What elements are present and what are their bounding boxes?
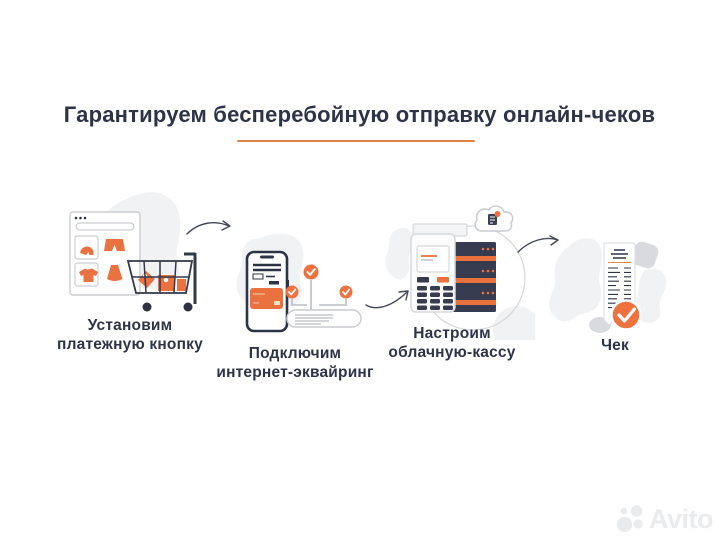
avito-logo-icon [616, 505, 643, 533]
package-box-icon [138, 271, 155, 288]
step-4-label: Чек [601, 337, 629, 354]
page-title: Гарантируем бесперебойную отправку онлай… [63, 102, 656, 127]
credit-card-icon [250, 288, 283, 309]
receipt-check-illustration [549, 238, 667, 333]
decor-square [631, 241, 659, 269]
curved-arrow-icon [186, 220, 231, 235]
tshirt-product-icon [79, 268, 98, 282]
curved-arrow-icon [365, 290, 409, 309]
cloud-icon [474, 205, 514, 232]
shopping-cart-icon [126, 252, 197, 312]
blob-background [634, 268, 667, 323]
blob-background [385, 227, 413, 280]
server-rack-icon [452, 242, 496, 312]
cloud-pos-server-illustration [385, 205, 535, 340]
wig-product-icon [80, 246, 94, 255]
dress-product-icon [107, 265, 123, 281]
phone-acquiring-illustration [236, 233, 362, 333]
blob-background [493, 306, 535, 340]
curved-arrow-icon [517, 235, 559, 253]
watermark: Avito [615, 503, 714, 534]
step-2-label: Подключим интернет-эквайринг [216, 345, 374, 381]
step-3-label: Настроим облачную-кассу [388, 325, 516, 361]
step-1-label: Установим платежную кнопку [57, 317, 203, 353]
checkmark-icon [339, 285, 353, 299]
browser-window-icon [69, 211, 141, 296]
blob-background [549, 238, 603, 322]
checkmark-icon [303, 264, 319, 280]
package-box-icon [177, 279, 186, 291]
online-store-cart-illustration [69, 192, 197, 312]
pos-keypad [417, 286, 453, 310]
watermark-brand-text: Avito [649, 503, 714, 534]
checkmark-badge-icon [610, 299, 642, 331]
router-hub-icon [286, 280, 362, 328]
pos-terminal-icon [410, 223, 468, 313]
package-box-icon [158, 275, 174, 291]
checkmark-icon [285, 285, 299, 299]
title-underline [237, 140, 475, 142]
shorts-product-icon [104, 239, 125, 251]
